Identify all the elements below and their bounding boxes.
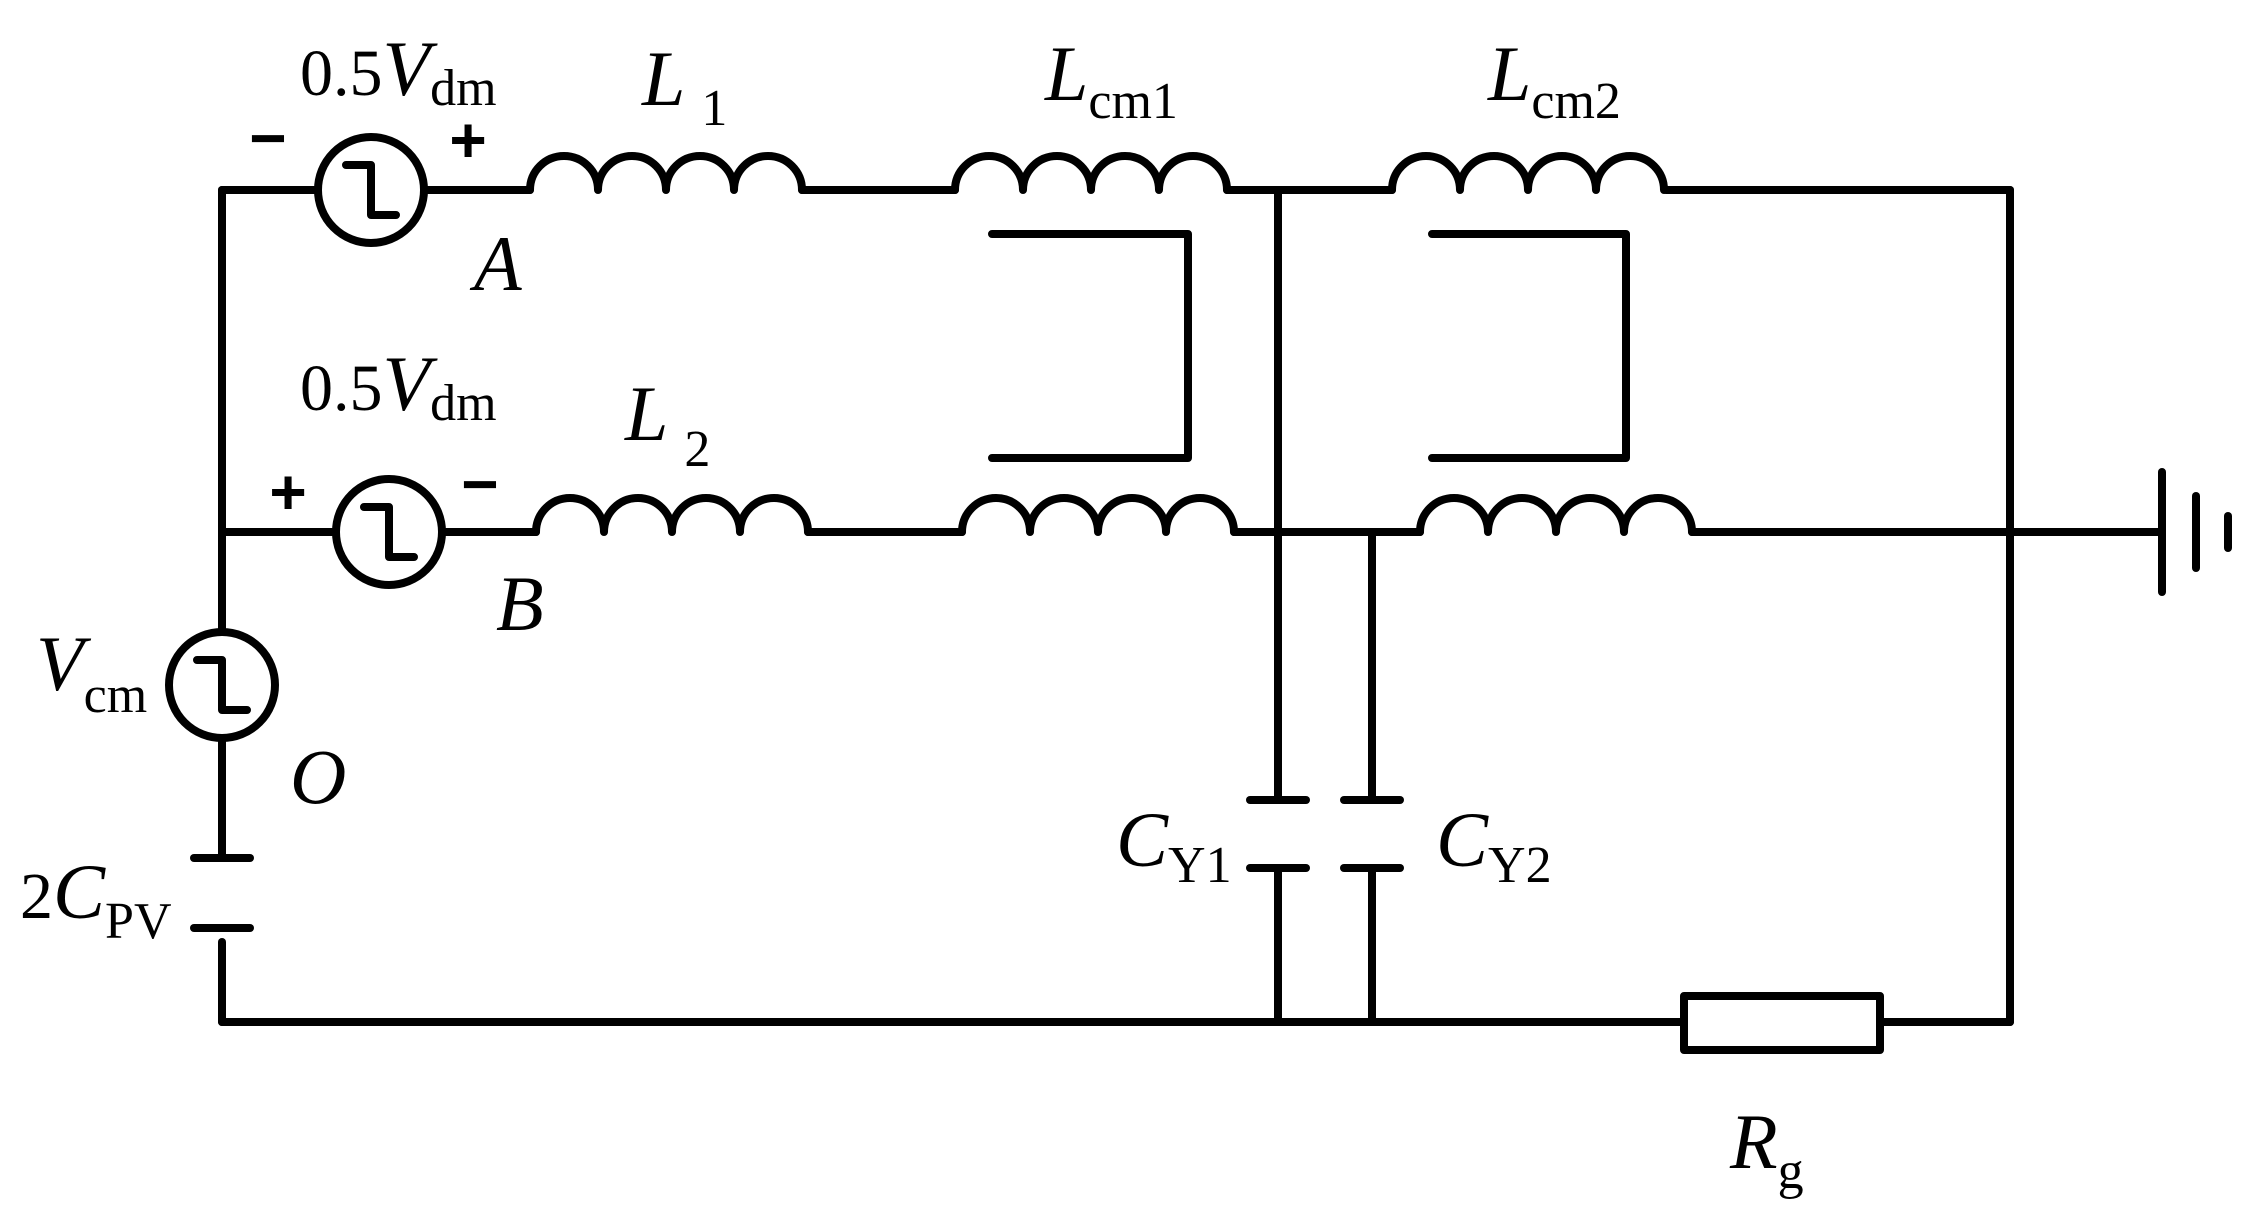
source-vdm-top xyxy=(314,133,428,247)
label-cpv: 2CPV xyxy=(20,848,172,950)
label-node-b: B xyxy=(496,560,544,647)
label-rg: Rg xyxy=(1729,1098,1804,1200)
label-node-a: A xyxy=(469,220,522,307)
label-lcm2: Lcm2 xyxy=(1487,30,1621,130)
capacitor-cy2 xyxy=(1340,796,1404,872)
label-cy2: CY2 xyxy=(1436,796,1552,894)
source-vdm-mid xyxy=(332,475,446,589)
sign-top-left: − xyxy=(249,102,286,174)
inductor-l1 xyxy=(526,152,806,194)
inductor-l2 xyxy=(532,494,812,536)
capacitor-cy1 xyxy=(1246,796,1310,872)
inductor-lcm1 xyxy=(951,152,1238,536)
lcm2-core xyxy=(1428,230,1630,462)
label-vdm-mid: 0.5Vdm xyxy=(300,340,497,432)
label-cy1: CY1 xyxy=(1116,796,1232,894)
sign-mid-right: − xyxy=(461,448,498,520)
source-vcm xyxy=(165,628,279,742)
label-lcm1: Lcm1 xyxy=(1044,30,1178,130)
ground-icon xyxy=(2158,468,2232,596)
wires xyxy=(218,186,2166,1026)
label-vdm-top: 0.5Vdm xyxy=(300,25,497,117)
resistor-rg xyxy=(1680,992,1884,1054)
sign-mid-left: + xyxy=(269,456,306,528)
lcm1-core xyxy=(988,230,1192,462)
capacitor-cpv xyxy=(190,854,254,932)
sign-top-right: + xyxy=(449,104,486,176)
label-vcm: Vcm xyxy=(36,620,147,724)
inductor-lcm2 xyxy=(1388,152,1696,536)
label-node-o: O xyxy=(290,733,346,820)
